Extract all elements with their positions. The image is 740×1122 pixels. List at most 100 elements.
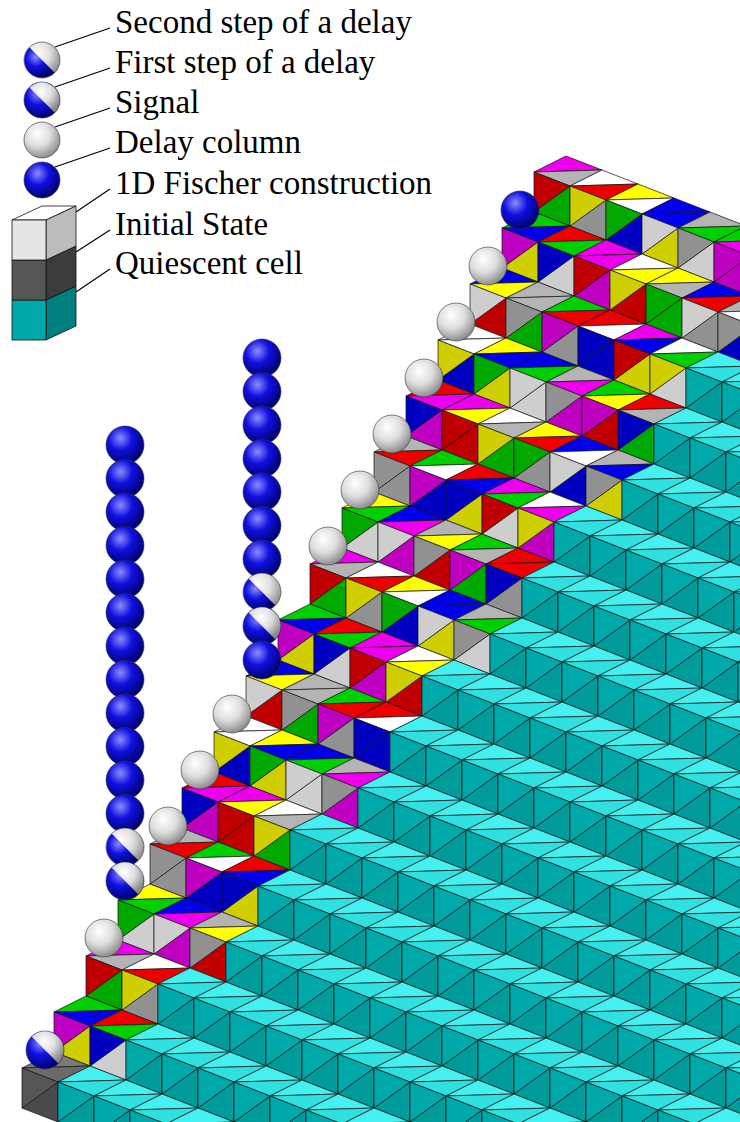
fischer-cell-face <box>470 284 506 324</box>
fischer-cell-face <box>154 898 222 914</box>
fischer-cell-face <box>318 688 386 704</box>
legend-label: Second step of a delay <box>115 3 412 41</box>
quiescent-cell-face <box>582 1012 618 1052</box>
leader-line <box>76 230 110 252</box>
delay-sphere <box>106 694 144 732</box>
quiescent-cell-face <box>554 506 622 522</box>
quiescent-cell-face <box>666 618 734 634</box>
fischer-cell-face <box>718 296 740 312</box>
quiescent-cell-face <box>306 1094 374 1110</box>
sphere-body <box>106 527 144 565</box>
signal-sphere <box>85 919 123 957</box>
quiescent-cell-face <box>370 982 438 998</box>
quiescent-cell-face <box>702 648 738 688</box>
sphere-body <box>106 560 144 598</box>
quiescent-cell-face <box>290 830 326 870</box>
quiescent-cell-face <box>630 604 698 620</box>
quiescent-cell-face <box>638 760 674 800</box>
quiescent-cell-face <box>466 814 534 830</box>
quiescent-cell-face <box>562 646 630 662</box>
fischer-cell-face <box>446 464 514 480</box>
fischer-cell-face <box>310 564 346 604</box>
fischer-cell-face <box>542 296 610 312</box>
quiescent-cell-face <box>506 914 542 954</box>
leader-line <box>55 148 110 167</box>
sphere-half <box>106 834 138 866</box>
quiescent-cell-face <box>622 464 690 480</box>
fischer-cell-face <box>150 844 186 884</box>
quiescent-cell-face <box>302 1024 370 1040</box>
fischer-cell-face <box>382 592 418 632</box>
quiescent-cell-face <box>722 982 740 998</box>
quiescent-cell-face <box>402 926 470 942</box>
fischer-cell-face <box>502 228 538 268</box>
quiescent-cell-face <box>626 534 694 550</box>
fischer-cell-face <box>618 410 654 450</box>
quiescent-cell-face <box>602 746 638 786</box>
delay-sphere <box>243 373 281 411</box>
quiescent-cell-face <box>674 758 740 774</box>
quiescent-cell-face <box>650 954 718 970</box>
legend-samples <box>12 42 76 340</box>
delay-sphere <box>243 540 281 578</box>
quiescent-cell-face <box>706 702 740 718</box>
quiescent-cell-face <box>482 1094 550 1110</box>
sphere-body <box>243 373 281 411</box>
quiescent-cell-face <box>502 828 570 844</box>
quiescent-cell-face <box>678 828 740 844</box>
fischer-cell-face <box>514 438 550 478</box>
quiescent-cell-face <box>546 998 582 1038</box>
leader-line <box>76 189 110 212</box>
legend-cube-sample <box>12 206 76 260</box>
quiescent-cell-face <box>722 366 740 382</box>
fischer-cell-face <box>278 604 346 620</box>
quiescent-cell-face <box>434 886 470 926</box>
quiescent-cell-face <box>462 744 530 760</box>
quiescent-cell-face <box>706 718 740 758</box>
quiescent-cell-face <box>230 996 298 1012</box>
quiescent-cell-face <box>442 1010 510 1026</box>
fischer-cell-face <box>118 900 154 940</box>
sphere-half <box>32 1031 64 1063</box>
fischer-cell-face <box>442 394 510 410</box>
fischer-cell-face <box>314 634 350 674</box>
quiescent-cell-face <box>330 898 398 914</box>
quiescent-cell-face <box>694 508 730 548</box>
fischer-cell-face <box>454 620 490 660</box>
quiescent-cell-face <box>158 968 226 984</box>
quiescent-cell-face <box>402 942 438 982</box>
quiescent-cell-face <box>726 452 740 492</box>
quiescent-cell-face <box>646 900 682 940</box>
quiescent-cell-face <box>538 842 606 858</box>
sphere-half <box>29 82 59 112</box>
quiescent-cell-face <box>634 690 670 730</box>
quiescent-cell-face <box>662 548 730 564</box>
quiescent-cell-face <box>658 1094 726 1110</box>
quiescent-cell-face <box>590 536 626 576</box>
quiescent-cell-face <box>654 408 722 424</box>
fischer-cell-face <box>354 718 390 758</box>
quiescent-cell-face <box>738 662 740 702</box>
quiescent-cell-face <box>682 914 718 954</box>
fischer-cell-face <box>718 312 740 352</box>
signal-sphere <box>213 695 251 733</box>
quiescent-cell-face <box>306 1110 342 1122</box>
quiescent-cell-face <box>162 1054 198 1094</box>
fischer-cell-face <box>586 450 654 466</box>
quiescent-cell-face <box>614 956 650 996</box>
quiescent-cell-face <box>654 424 690 464</box>
legend-label: Initial State <box>115 205 268 243</box>
quiescent-cell-face <box>718 912 740 928</box>
sphere-body <box>106 761 144 799</box>
fischer-cell-face <box>610 270 646 310</box>
quiescent-cell-face <box>338 1054 374 1094</box>
quiescent-cell-face <box>158 984 194 1024</box>
fischer-cell-face <box>450 534 518 550</box>
quiescent-cell-face <box>290 814 358 830</box>
quiescent-cell-face <box>258 886 294 926</box>
fischer-cell-face <box>218 802 254 842</box>
quiescent-cell-face <box>586 1082 622 1122</box>
quiescent-cell-face <box>430 800 498 816</box>
fischer-cell-face <box>218 786 286 802</box>
sphere-half <box>112 862 144 894</box>
